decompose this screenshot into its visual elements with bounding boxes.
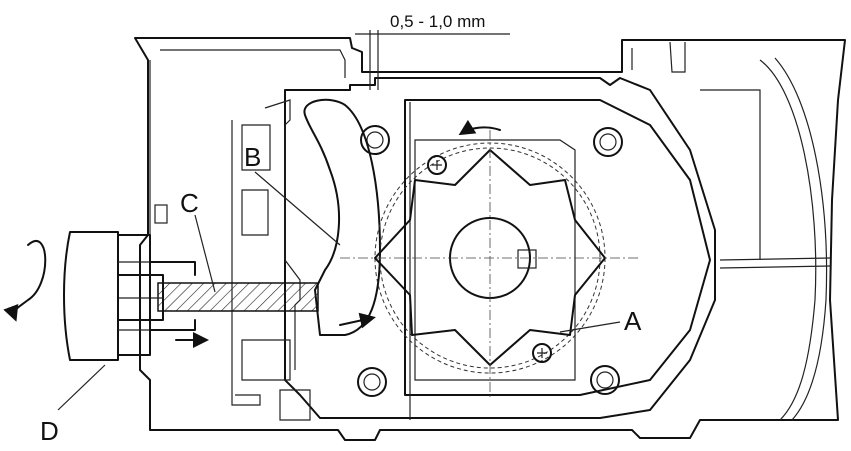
rotation-arrow: [3, 240, 47, 322]
housing-outline: [134, 37, 846, 441]
gap-dimension: 0,5 - 1,0 mm: [355, 12, 510, 90]
screw-top-left: [360, 125, 390, 155]
label-a: A: [624, 306, 642, 336]
screw-bottom-right: [590, 365, 620, 395]
rotor-plate: [404, 99, 711, 420]
screw-top-right: [593, 127, 623, 157]
label-d: D: [40, 416, 59, 446]
dimension-label: 0,5 - 1,0 mm: [390, 12, 485, 31]
label-c: C: [180, 188, 199, 218]
shaft-c: [117, 274, 319, 321]
screw-bottom-left: [357, 367, 387, 397]
knob-d: [63, 204, 209, 361]
tube-b: [303, 98, 381, 336]
star-wheel-a: [340, 119, 640, 400]
label-b: B: [244, 142, 261, 172]
